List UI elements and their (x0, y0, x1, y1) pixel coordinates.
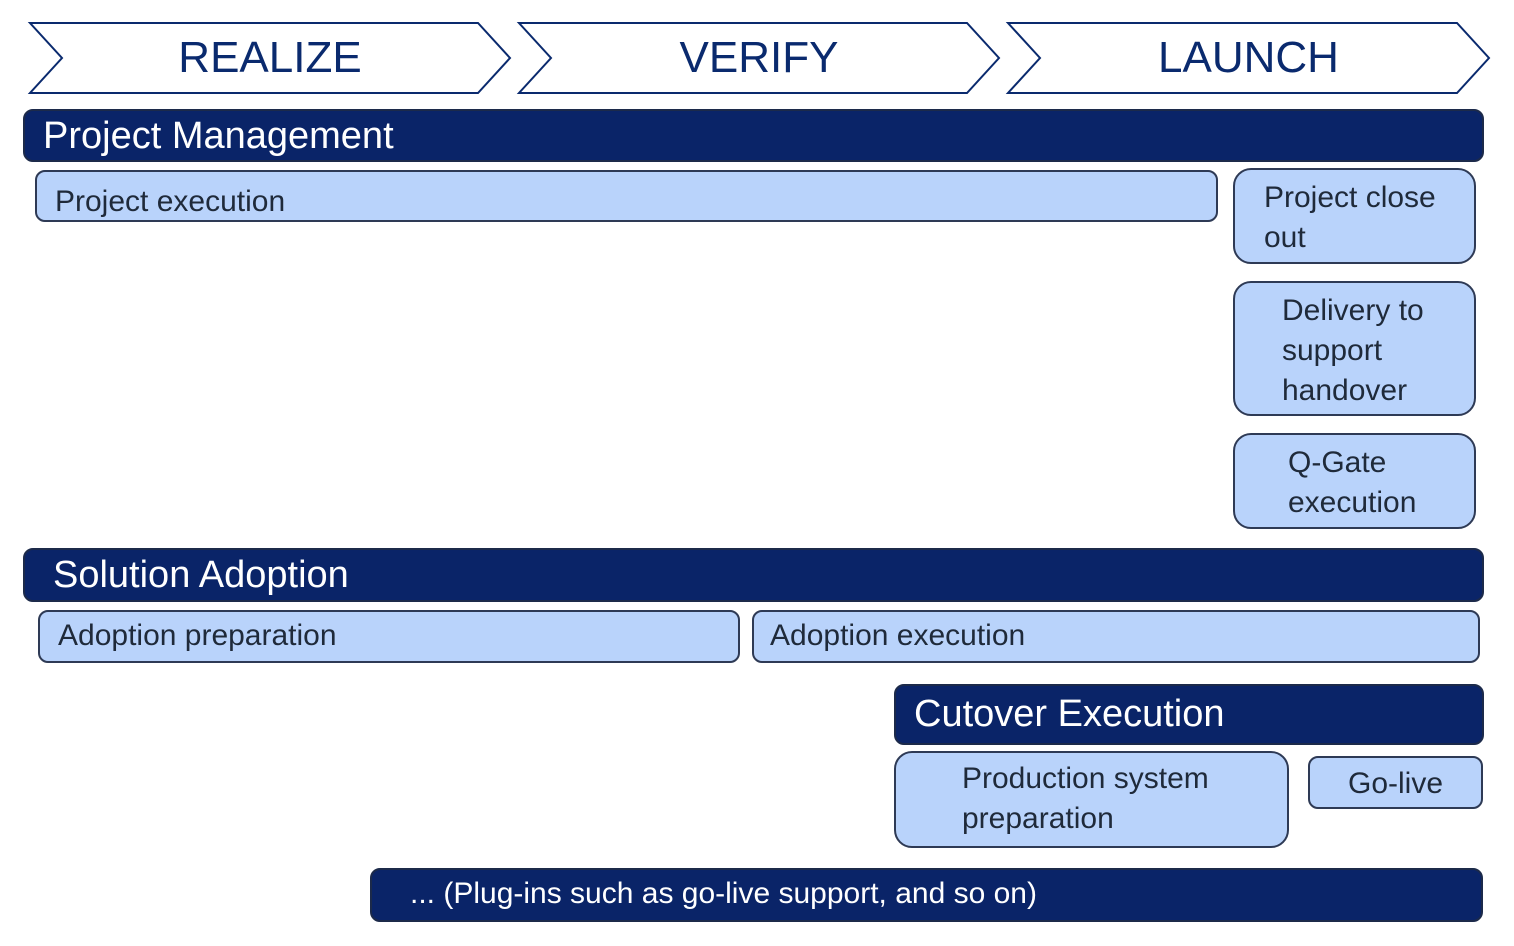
delivery-to-support-box: Delivery to support handover (1233, 281, 1476, 416)
q-gate-execution-label: Q-Gate execution (1288, 446, 1417, 519)
delivery-to-support-label: Delivery to support handover (1282, 294, 1424, 407)
phase-realize-label: REALIZE (178, 33, 362, 82)
phase-chevrons (27, 22, 1491, 94)
go-live-box: Go-live (1308, 756, 1483, 809)
adoption-execution-box: Adoption execution (752, 610, 1480, 663)
phase-launch-label: LAUNCH (1158, 33, 1339, 82)
project-close-out-label: Project close out (1264, 181, 1436, 254)
phase-chevron-launch (1005, 22, 1491, 94)
plugins-bar: ... (Plug-ins such as go-live support, a… (370, 868, 1483, 922)
phase-chevron-verify (516, 22, 1001, 94)
project-close-out-box: Project close out (1233, 168, 1476, 264)
production-system-preparation-label: Production system preparation (962, 762, 1209, 835)
q-gate-execution-box: Q-Gate execution (1233, 433, 1476, 529)
adoption-preparation-box: Adoption preparation (38, 610, 740, 663)
phase-verify-label: VERIFY (679, 33, 839, 82)
solution-adoption-bar: Solution Adoption (23, 548, 1484, 602)
project-execution-box: Project execution (35, 170, 1218, 222)
cutover-execution-bar: Cutover Execution (894, 684, 1484, 745)
production-system-preparation-box: Production system preparation (894, 751, 1289, 848)
project-management-bar: Project Management (23, 109, 1484, 162)
phase-chevron-realize (27, 22, 512, 94)
